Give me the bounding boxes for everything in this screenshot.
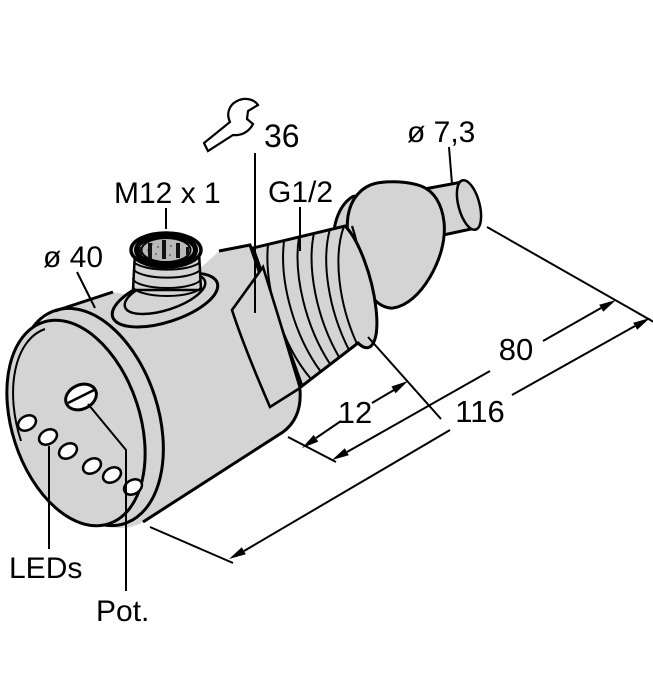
led-hole [37, 428, 59, 446]
led-hole [81, 457, 103, 475]
dimension-lines [149, 226, 653, 564]
m12-connector [110, 231, 220, 329]
flow-paddle-front [345, 180, 446, 310]
dim-80-line-left [346, 370, 491, 453]
thread-crest [337, 225, 358, 345]
leader-lines [48, 146, 453, 591]
dim-80-line-right [542, 307, 602, 342]
connector-thread-ring [132, 277, 202, 289]
wrench-icon [202, 97, 260, 153]
tip-diameter-label: ø 7,3 [407, 116, 475, 149]
connector-pins [139, 240, 189, 259]
process-thread-label: G1/2 [268, 176, 333, 209]
leader-pot [87, 403, 127, 591]
leds-label: LEDs [9, 552, 82, 585]
thread-crest [325, 228, 350, 351]
dimension-arrowheads [229, 300, 650, 559]
led-hole [122, 478, 144, 496]
face-bevel-edge [12, 328, 46, 442]
extension-line-body-end [287, 436, 337, 463]
thread-length-dim: 12 [338, 395, 372, 430]
arrowhead [332, 448, 349, 460]
extension-line-tip [486, 226, 653, 323]
leader-body-diameter [76, 271, 96, 309]
led-hole [16, 414, 38, 432]
connector-thread-ring [133, 261, 201, 271]
total-length-dim: 116 [455, 394, 504, 429]
arrowhead [391, 381, 408, 394]
leader-tip-diameter [448, 146, 453, 185]
thread-crest [310, 232, 340, 358]
body-diameter-label: ø 40 [43, 241, 103, 274]
insertion-length-dim: 80 [499, 332, 533, 367]
led-hole [101, 466, 123, 484]
led-hole [57, 442, 79, 460]
arrowhead [302, 435, 319, 448]
extension-line-face [149, 526, 234, 564]
pot-label: Pot. [96, 595, 149, 628]
connector-thread-label: M12 x 1 [114, 177, 221, 210]
wrench-size-label: 36 [264, 118, 300, 154]
connector-thread-ring [132, 285, 202, 297]
arrowhead [633, 318, 650, 330]
dim-116-line-right [511, 325, 636, 396]
arrowhead [599, 300, 616, 312]
wrench-flat-facet [230, 264, 302, 409]
front-face-features [16, 382, 144, 496]
arrowhead [229, 547, 246, 559]
potentiometer-slot [67, 388, 95, 405]
connector-thread-ring [133, 269, 201, 279]
thread-crest [296, 236, 331, 365]
dim-116-line-left [243, 429, 451, 552]
thread-crest [282, 240, 322, 373]
dim-12-arrow-shaft-left [315, 420, 342, 439]
body-silhouette [54, 243, 302, 524]
probe-tip-end-cap [455, 178, 483, 232]
dim-12-arrow-shaft-right [371, 389, 395, 404]
